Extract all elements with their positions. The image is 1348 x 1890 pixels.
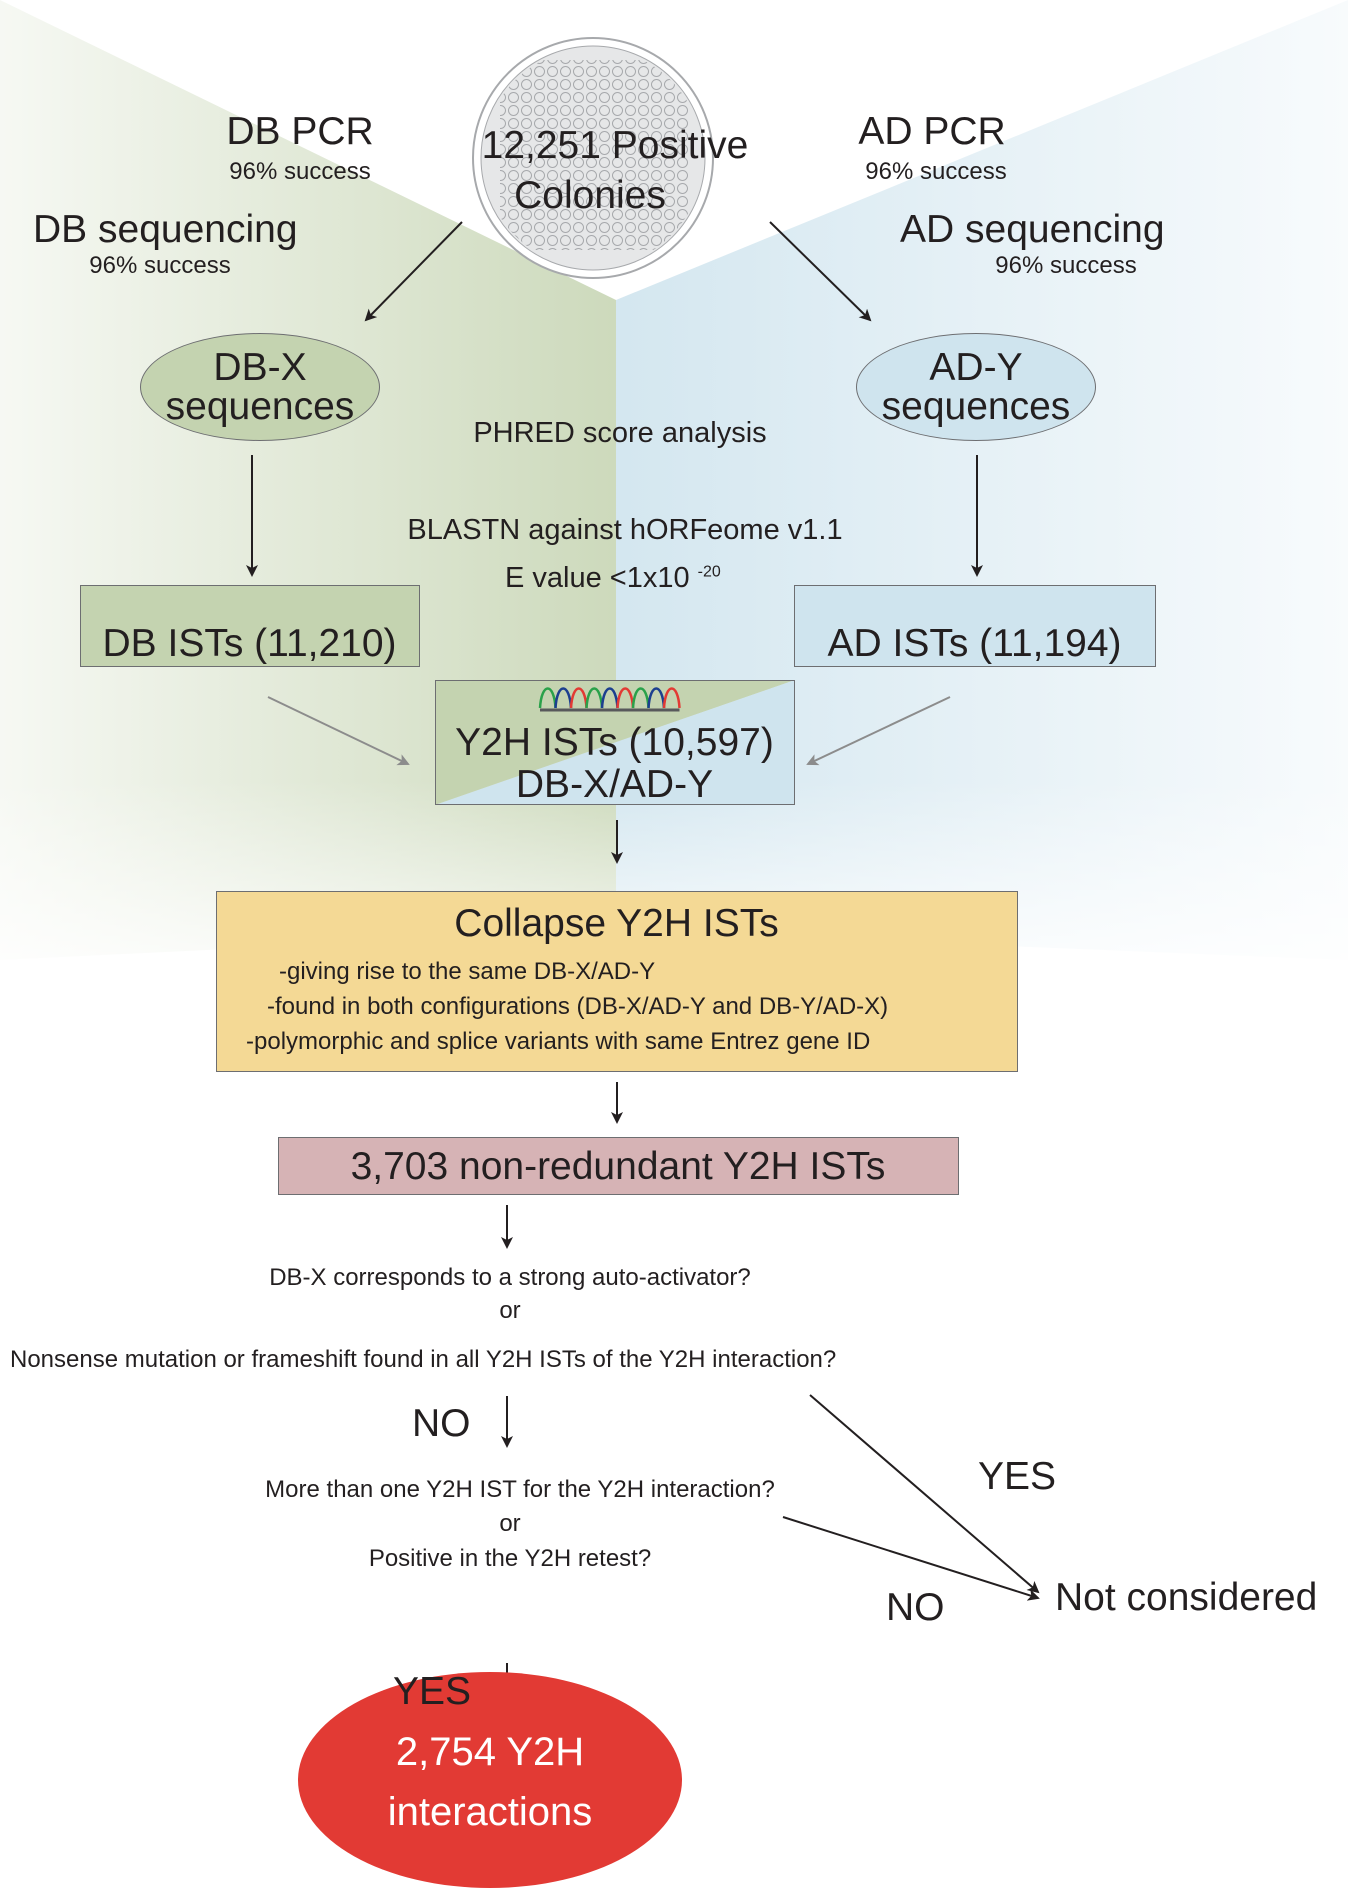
colony-plate — [472, 37, 714, 279]
question1-or: or — [499, 1297, 521, 1324]
blastn-label: BLASTN against hORFeome v1.1 — [407, 514, 843, 546]
wave-peak — [631, 687, 650, 709]
collapse-item-3: -polymorphic and splice variants with sa… — [246, 1028, 871, 1055]
question2-line2: Positive in the Y2H retest? — [368, 1545, 652, 1572]
y2h-ists-box: Y2H ISTs (10,597) DB-X/AD-Y — [435, 680, 795, 805]
db-ists-label: DB ISTs (11,210) — [102, 622, 397, 665]
plate-title-2: Colonies — [514, 174, 666, 217]
db-x-line2: sequences — [165, 385, 355, 428]
center-wave — [538, 687, 681, 712]
ad-pcr-success: 96% success — [865, 158, 1007, 185]
db-pcr-success: 96% success — [229, 158, 371, 185]
y2h-box-blue-half — [435, 680, 795, 805]
collapse-item-1: -giving rise to the same DB-X/AD-Y — [279, 958, 656, 985]
ad-y-line2: sequences — [881, 385, 1071, 428]
no-branch-2: NO — [886, 1586, 945, 1629]
collapse-item-2: -found in both configurations (DB-X/AD-Y… — [267, 993, 889, 1020]
db-x-sequences-ellipse: DB-X sequences — [140, 333, 380, 441]
db-x-line1: DB-X — [213, 346, 307, 389]
no-branch-1: NO — [412, 1402, 471, 1445]
nonredundant-label: 3,703 non-redundant Y2H ISTs — [350, 1145, 886, 1188]
final-line2: interactions — [387, 1790, 593, 1834]
ad-ists-box: AD ISTs (11,194) — [794, 585, 1156, 667]
evalue-exponent: -20 — [697, 563, 721, 581]
question1-line1: DB-X corresponds to a strong auto-activa… — [269, 1264, 751, 1291]
ad-y-sequences-ellipse: AD-Y sequences — [856, 333, 1096, 441]
yes-branch-2: YES — [393, 1670, 472, 1713]
db-ists-box: DB ISTs (11,210) — [80, 585, 420, 667]
wave-peak — [662, 687, 681, 709]
wave-peak — [600, 687, 619, 709]
wave-peak — [538, 687, 557, 709]
final-line1: 2,754 Y2H — [395, 1730, 585, 1774]
db-pcr-label: DB PCR — [226, 110, 374, 153]
y2h-ists-line1: Y2H ISTs (10,597) — [455, 721, 774, 764]
question2-or: or — [499, 1510, 521, 1537]
ad-pcr-label: AD PCR — [858, 110, 1006, 153]
wave-peak — [585, 687, 604, 709]
wave-peak — [554, 687, 573, 709]
wave-peak — [616, 687, 635, 709]
ad-sequencing-label: AD sequencing — [900, 208, 1165, 251]
wave-peak — [569, 687, 588, 709]
collapse-title: Collapse Y2H ISTs — [454, 902, 779, 945]
ad-y-line1: AD-Y — [929, 346, 1023, 389]
question1-line2: Nonsense mutation or frameshift found in… — [10, 1346, 837, 1373]
phred-label: PHRED score analysis — [473, 417, 767, 449]
collapse-box: Collapse Y2H ISTs -giving rise to the sa… — [216, 891, 1018, 1072]
nonredundant-box: 3,703 non-redundant Y2H ISTs — [278, 1137, 959, 1195]
y2h-ists-line2: DB-X/AD-Y — [515, 763, 714, 806]
final-ellipse-shape — [298, 1672, 682, 1888]
right-fan — [616, 0, 1348, 960]
ad-ists-label: AD ISTs (11,194) — [827, 622, 1122, 665]
not-considered-label: Not considered — [1055, 1576, 1318, 1619]
yes-branch-1: YES — [978, 1455, 1057, 1498]
evalue-text: E value <1x10 — [505, 562, 690, 594]
db-sequencing-label: DB sequencing — [33, 208, 298, 251]
wave-peak — [647, 687, 666, 709]
evalue-label: E value <1x10 -20 — [505, 564, 721, 593]
plate-title: 12,251 Positive — [481, 124, 749, 167]
question2-line1: More than one Y2H IST for the Y2H intera… — [265, 1476, 775, 1503]
ad-sequencing-success: 96% success — [995, 252, 1137, 279]
db-sequencing-success: 96% success — [89, 252, 231, 279]
